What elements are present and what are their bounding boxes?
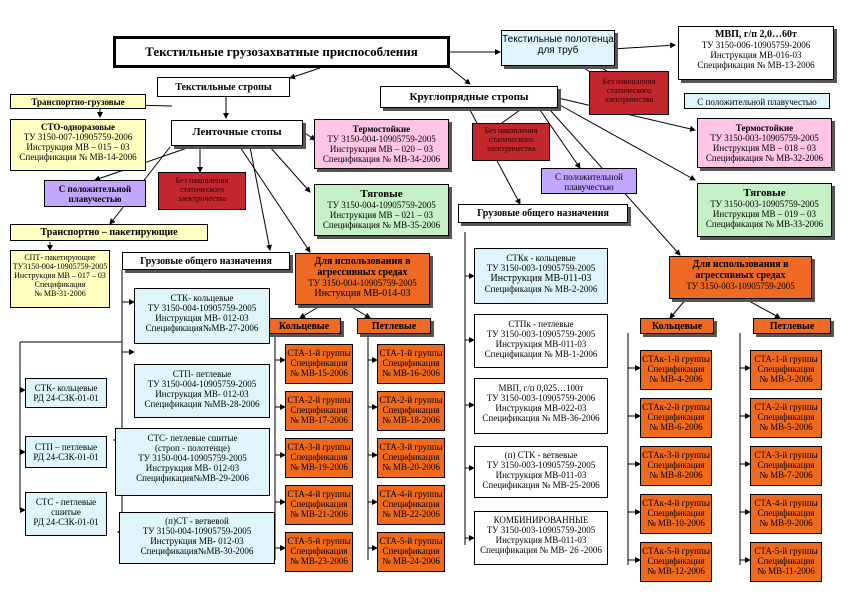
koltsevye-left-header: Кольцевые [267,318,341,334]
gruz-obsh-right-box: Грузовые общего назначения [458,204,628,223]
transportno-paket-box: Транспортно – пакетирующие [10,224,208,241]
transportno-gruzovye-box: Транспортно-грузовые [10,94,146,109]
gruz-obsh-left-box: Грузовые общего назначения [122,252,290,270]
diagram-title: Текстильные грузозахватные приспособлени… [113,36,450,68]
petlevye-left-header: Петлевые [357,318,431,334]
pos-plav-right-box: С положительной плавучестью [684,93,830,109]
petlevye-right-header: Петлевые [753,318,831,334]
stc-box: СТС- петлевые сшитые(строп - полотенце)Т… [115,428,270,496]
kruglopryadnye-box: Круглопрядные стропы [380,86,558,108]
lentochnye-box: Ленточные стопы [171,120,303,146]
tekstilnye-stropy-box: Текстильные стропы [157,77,290,97]
koltsevye-right-header: Кольцевые [640,318,714,334]
